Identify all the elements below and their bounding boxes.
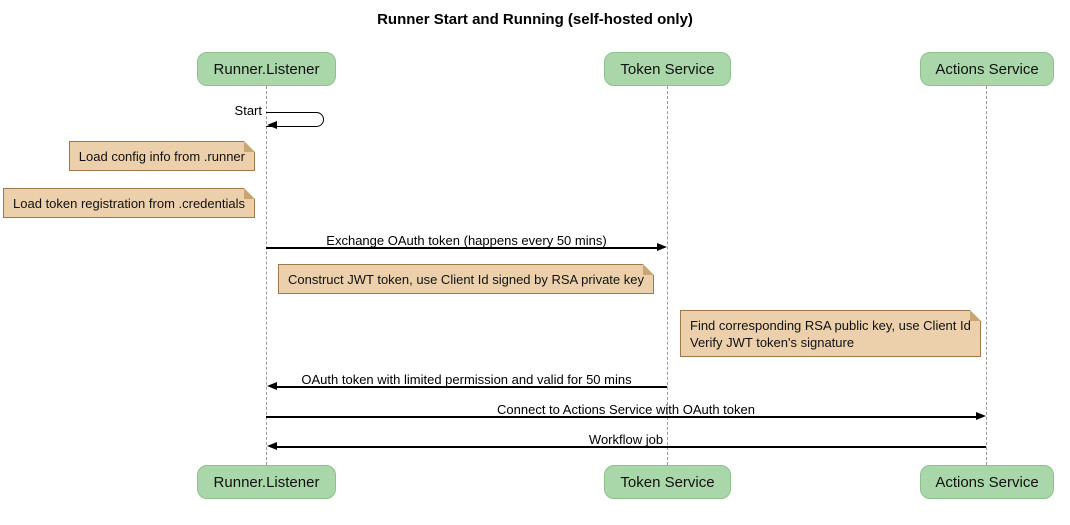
- participant-bottom-token-service: Token Service: [604, 465, 731, 499]
- message-workflow-job-label: Workflow job: [588, 432, 664, 447]
- lifeline-runner-listener: [266, 86, 267, 465]
- message-connect-actions-line: [266, 416, 977, 418]
- arrowhead-right-icon: [657, 243, 667, 251]
- note-construct-jwt: Construct JWT token, use Client Id signe…: [278, 264, 654, 294]
- participant-top-actions-service: Actions Service: [920, 52, 1054, 86]
- message-exchange-oauth-line: [266, 247, 658, 249]
- note-text: Construct JWT token, use Client Id signe…: [288, 271, 644, 287]
- self-message-start-loop: [266, 112, 324, 127]
- lifeline-token-service: [667, 86, 668, 465]
- participant-top-runner-listener: Runner.Listener: [197, 52, 336, 86]
- lifeline-actions-service: [986, 86, 987, 465]
- arrowhead-left-icon: [267, 121, 277, 129]
- note-text: Load config info from .runner: [78, 148, 245, 164]
- message-workflow-job-line: [276, 446, 986, 448]
- message-oauth-return-label: OAuth token with limited permission and …: [301, 372, 632, 387]
- note-text: Load token registration from .credential…: [13, 195, 245, 211]
- message-exchange-oauth-label: Exchange OAuth token (happens every 50 m…: [326, 233, 607, 248]
- note-load-config: Load config info from .runner: [68, 141, 256, 171]
- participant-bottom-actions-service: Actions Service: [920, 465, 1054, 499]
- participant-label: Runner.Listener: [213, 60, 320, 78]
- arrowhead-left-icon: [267, 382, 277, 390]
- participant-label: Actions Service: [935, 473, 1039, 491]
- participant-label: Actions Service: [935, 60, 1039, 78]
- note-find-rsa: Find corresponding RSA public key, use C…: [680, 310, 981, 357]
- participant-label: Token Service: [620, 60, 715, 78]
- note-load-token: Load token registration from .credential…: [3, 188, 255, 218]
- note-text-line2: Verify JWT token's signature: [690, 334, 855, 350]
- note-text-line1: Find corresponding RSA public key, use C…: [690, 317, 971, 333]
- participant-label: Token Service: [620, 473, 715, 491]
- participant-top-token-service: Token Service: [604, 52, 731, 86]
- participant-bottom-runner-listener: Runner.Listener: [197, 465, 336, 499]
- message-oauth-return-line: [276, 386, 667, 388]
- arrowhead-right-icon: [976, 412, 986, 420]
- message-connect-actions-label: Connect to Actions Service with OAuth to…: [497, 402, 755, 417]
- self-message-start-label: Start: [234, 103, 262, 118]
- participant-label: Runner.Listener: [213, 473, 320, 491]
- arrowhead-left-icon: [267, 442, 277, 450]
- diagram-title: Runner Start and Running (self-hosted on…: [377, 11, 693, 28]
